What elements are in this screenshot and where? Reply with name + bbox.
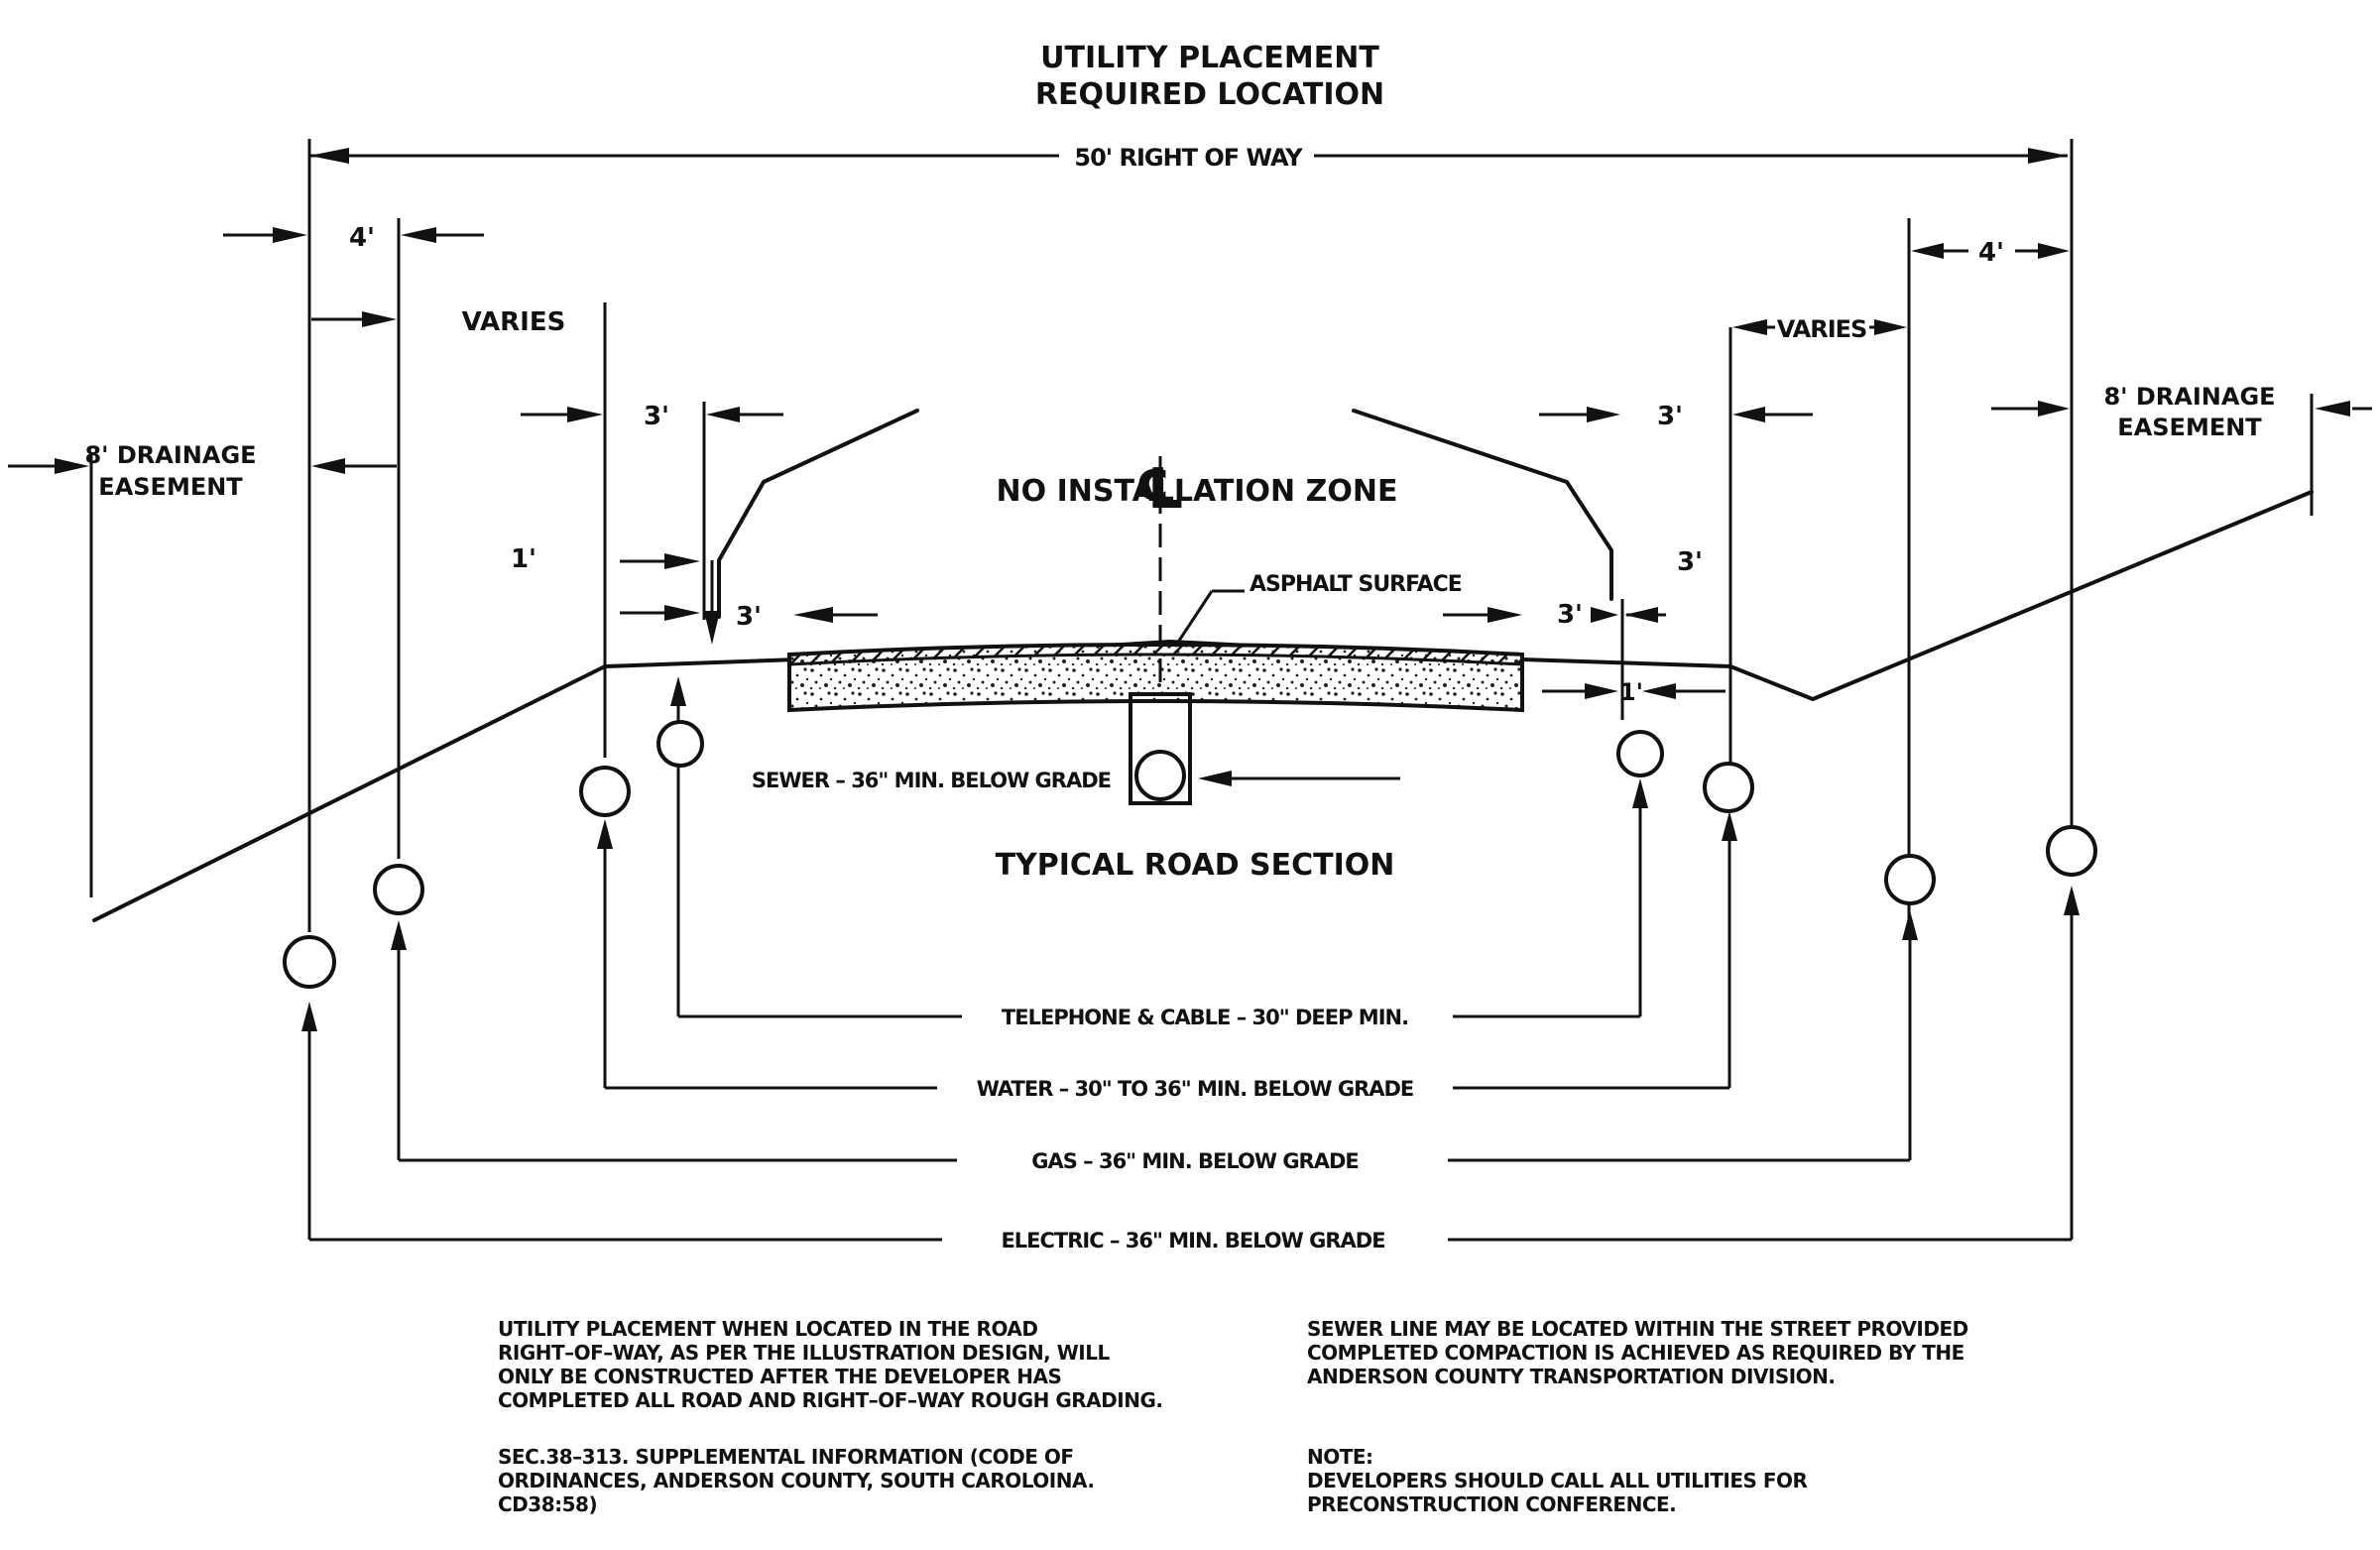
left-easement-line-1: 8' DRAINAGE [84, 441, 256, 469]
title-line-1: UTILITY PLACEMENT [1040, 41, 1379, 75]
telephone-label: TELEPHONE & CABLE – 30" DEEP MIN. [1002, 1006, 1408, 1029]
note-line: ANDERSON COUNTY TRANSPORTATION DIVISION. [1307, 1365, 1836, 1388]
note-left-paragraph-2: SEC.38–313. SUPPLEMENTAL INFORMATION (CO… [498, 1445, 1095, 1516]
gas-label: GAS – 36" MIN. BELOW GRADE [1031, 1149, 1359, 1173]
note-line: PRECONSTRUCTION CONFERENCE. [1307, 1492, 1676, 1516]
note-line: COMPLETED COMPACTION IS ACHIEVED AS REQU… [1307, 1341, 1964, 1365]
left-varies-dimension: VARIES [311, 307, 565, 337]
water-utility-left [579, 766, 631, 817]
centerline-symbol: ℄ [1135, 457, 1185, 522]
note-right-paragraph-2: NOTE: DEVELOPERS SHOULD CALL ALL UTILITI… [1307, 1445, 1808, 1516]
telephone-utility-left [656, 720, 704, 768]
right-3ft-mid-label: 3' [1677, 547, 1703, 577]
right-drainage-easement: 8' DRAINAGE EASEMENT [1991, 383, 2372, 441]
note-right-paragraph-1: SEWER LINE MAY BE LOCATED WITHIN THE STR… [1307, 1317, 1968, 1388]
electric-utility-right [2046, 825, 2097, 877]
utility-leader-arrows [301, 676, 2080, 1240]
left-3ft-upper-dimension: 3' [521, 402, 783, 431]
right-of-way-label: 50' RIGHT OF WAY [1074, 144, 1303, 172]
typical-road-section-label: TYPICAL ROAD SECTION [996, 848, 1395, 883]
road-section [787, 643, 1524, 713]
no-installation-zone: NO INSTALLATION ZONE [717, 409, 1613, 619]
right-easement-line-2: EASEMENT [2117, 414, 2262, 441]
water-callout: WATER – 30" TO 36" MIN. BELOW GRADE [605, 1077, 1729, 1101]
left-3ft-upper-label: 3' [644, 402, 669, 431]
telephone-callout: TELEPHONE & CABLE – 30" DEEP MIN. [678, 1006, 1640, 1029]
left-varies-label: VARIES [462, 307, 566, 337]
right-varies-label: VARIES [1777, 315, 1867, 343]
no-installation-label: NO INSTALLATION ZONE [997, 474, 1398, 509]
right-1ft-dimension: 1' [1542, 678, 1726, 706]
telephone-utility-right [1616, 730, 1664, 777]
note-line: SEC.38–313. SUPPLEMENTAL INFORMATION (CO… [498, 1445, 1074, 1469]
electric-utility-left [283, 935, 336, 989]
left-easement-line-2: EASEMENT [98, 473, 243, 501]
right-easement-line-1: 8' DRAINAGE [2103, 383, 2275, 411]
right-4ft-label: 4' [1978, 238, 2004, 268]
gas-callout: GAS – 36" MIN. BELOW GRADE [399, 1149, 1910, 1173]
left-1ft-arrows [620, 553, 700, 621]
note-left-paragraph-1: UTILITY PLACEMENT WHEN LOCATED IN THE RO… [498, 1317, 1163, 1412]
sewer-box [1129, 692, 1192, 805]
note-line: CD38:58) [498, 1492, 597, 1516]
right-3ft-lower-label: 3' [1557, 600, 1583, 630]
extension-lines [89, 139, 2314, 936]
asphalt-callout: ASPHALT SURFACE [1173, 572, 1463, 648]
gas-utility-right [1884, 854, 1936, 905]
left-4ft-dimension: 4' [223, 223, 484, 253]
left-1ft-label: 1' [511, 544, 536, 574]
left-3ft-lower-label: 3' [736, 602, 762, 632]
gas-utility-left [373, 864, 424, 915]
water-label: WATER – 30" TO 36" MIN. BELOW GRADE [977, 1077, 1414, 1101]
right-1ft-label: 1' [1619, 678, 1643, 706]
left-3ft-lower-dimension: 3' [704, 560, 878, 645]
note-line: SEWER LINE MAY BE LOCATED WITHIN THE STR… [1307, 1317, 1968, 1341]
asphalt-label: ASPHALT SURFACE [1250, 572, 1462, 597]
note-line: NOTE: [1307, 1445, 1373, 1469]
electric-label: ELECTRIC – 36" MIN. BELOW GRADE [1001, 1229, 1384, 1252]
right-3ft-lower-dimension: 3' [1443, 600, 1666, 630]
centerline: ℄ [1135, 456, 1185, 694]
electric-callout: ELECTRIC – 36" MIN. BELOW GRADE [309, 1229, 2072, 1252]
note-line: ORDINANCES, ANDERSON COUNTY, SOUTH CAROL… [498, 1469, 1094, 1492]
left-drainage-easement: 8' DRAINAGE EASEMENT [8, 441, 257, 501]
left-easement-inner-arrow [311, 458, 397, 474]
note-line: UTILITY PLACEMENT WHEN LOCATED IN THE RO… [498, 1317, 1038, 1341]
water-utility-right [1703, 762, 1754, 813]
sewer-callout: SEWER – 36" MIN. BELOW GRADE [752, 769, 1400, 792]
note-line: ONLY BE CONSTRUCTED AFTER THE DEVELOPER … [498, 1365, 1061, 1388]
right-4ft-dimension: 4' [1911, 238, 2070, 268]
note-line: RIGHT–OF–WAY, AS PER THE ILLUSTRATION DE… [498, 1341, 1110, 1365]
left-4ft-label: 4' [349, 223, 375, 253]
right-3ft-upper-label: 3' [1657, 402, 1683, 431]
right-varies-dimension: VARIES [1732, 315, 1907, 343]
title-line-2: REQUIRED LOCATION [1035, 77, 1384, 112]
sewer-label: SEWER – 36" MIN. BELOW GRADE [752, 769, 1111, 792]
right-of-way-dimension: 50' RIGHT OF WAY [309, 144, 2068, 172]
note-line: DEVELOPERS SHOULD CALL ALL UTILITIES FOR [1307, 1469, 1808, 1492]
note-line: COMPLETED ALL ROAD AND RIGHT–OF–WAY ROUG… [498, 1388, 1162, 1412]
right-3ft-upper-dimension: 3' [1539, 402, 1813, 431]
